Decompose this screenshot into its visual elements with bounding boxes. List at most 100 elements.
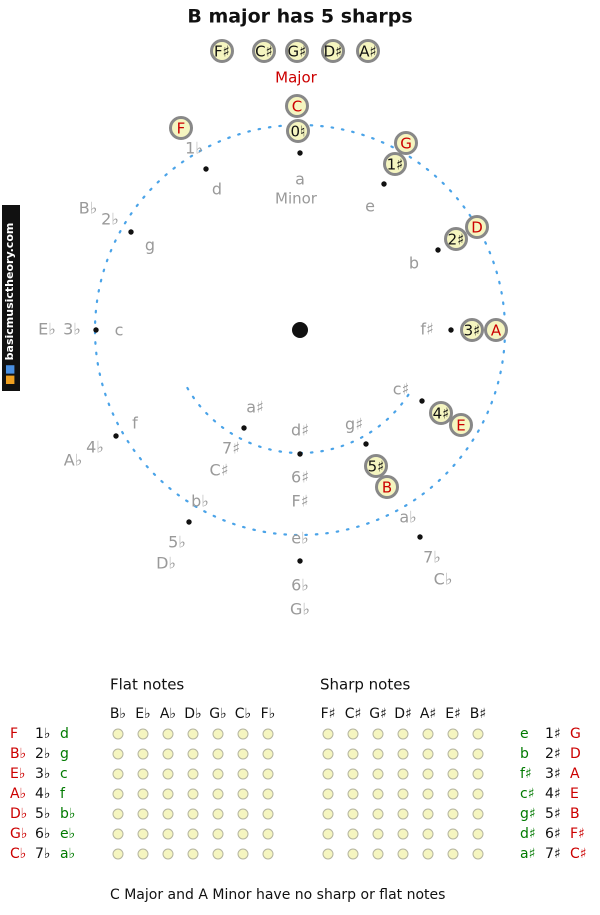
count-1b: 1♭: [185, 139, 203, 158]
sharp-cell-5-3: [397, 828, 409, 840]
flat-cell-0-4: [212, 728, 224, 740]
flat-row-count-5: 6♭: [35, 826, 51, 842]
flat-cell-1-4: [212, 748, 224, 760]
major-key-3s-bubble: [484, 318, 508, 342]
sharp-cell-1-5: [447, 748, 459, 760]
count-1s: 1♯: [387, 156, 404, 174]
minor-key-1b: d: [212, 180, 222, 199]
flat-row-minor-4: b♭: [60, 806, 76, 822]
minor-key-0: a: [295, 170, 305, 189]
sharp-row-count-5: 6♯: [545, 826, 561, 842]
flat-cell-5-2: [162, 828, 174, 840]
sharp-cell-6-6: [472, 848, 484, 860]
key-signature-2: G♯: [288, 43, 307, 61]
sharp-row-minor-2: f♯: [520, 766, 532, 782]
flat-cell-5-3: [187, 828, 199, 840]
count-2b: 2♭: [101, 210, 119, 229]
flat-cell-6-5: [237, 848, 249, 860]
flat-cell-4-2: [162, 808, 174, 820]
major-key-4s-bubble: [449, 413, 473, 437]
major-key-3s: A: [491, 322, 502, 340]
minor-key-4b: f: [132, 414, 138, 433]
minor-key-5s: g♯: [345, 415, 363, 434]
footer-text: C Major and A Minor have no sharp or fla…: [110, 887, 445, 903]
major-key-2s-bubble: [465, 215, 489, 239]
flat-column-5: C♭: [235, 706, 251, 722]
sharp-cell-5-1: [347, 828, 359, 840]
sharp-cell-3-3: [397, 788, 409, 800]
flat-row-count-2: 3♭: [35, 766, 51, 782]
flat-cell-1-2: [162, 748, 174, 760]
minor-key-4s: c♯: [393, 380, 410, 399]
flat-cell-1-0: [112, 748, 124, 760]
sharp-row-count-2: 3♯: [545, 766, 561, 782]
sharp-cell-5-0: [322, 828, 334, 840]
sharp-cell-5-6: [472, 828, 484, 840]
flat-cell-3-6: [262, 788, 274, 800]
flat-cell-2-5: [237, 768, 249, 780]
sharp-cell-3-6: [472, 788, 484, 800]
major-key-7s: C♯: [210, 461, 229, 480]
major-key-5s-bubble: [375, 475, 399, 499]
sharp-cell-0-4: [422, 728, 434, 740]
position-dot-0: [297, 150, 303, 156]
sharp-row-major-1: D: [570, 746, 581, 762]
sharp-row-major-6: C♯: [570, 846, 587, 862]
flat-cell-3-0: [112, 788, 124, 800]
position-dot-2b: [128, 229, 134, 235]
count-7b: 7♭: [423, 548, 441, 567]
minor-key-7b: a♭: [399, 508, 416, 527]
major-key-1b: F: [177, 120, 186, 138]
sharp-cell-4-0: [322, 808, 334, 820]
key-signature-1-bubble: [252, 39, 276, 63]
flat-cell-0-1: [137, 728, 149, 740]
flat-cell-2-1: [137, 768, 149, 780]
flat-cell-4-1: [137, 808, 149, 820]
sharp-cell-0-0: [322, 728, 334, 740]
major-key-6b: G♭: [290, 600, 310, 619]
sharp-column-1: C♯: [345, 706, 362, 722]
major-key-4s: E: [456, 417, 465, 435]
flat-cell-1-1: [137, 748, 149, 760]
flat-cell-6-6: [262, 848, 274, 860]
sharp-cell-6-5: [447, 848, 459, 860]
major-key-7b: C♭: [434, 570, 453, 589]
key-signature-3: D♯: [324, 43, 343, 61]
sharp-row-minor-5: d♯: [520, 826, 536, 842]
minor-key-2b: g: [145, 236, 155, 255]
major-key-2b: B♭: [79, 199, 98, 218]
count-6s: 6♯: [291, 468, 309, 487]
major-key-5s: B: [382, 479, 392, 497]
minor-key-1s: e: [365, 197, 375, 216]
sharp-cell-5-2: [372, 828, 384, 840]
count-0-bubble: [286, 119, 310, 143]
sharp-row-major-3: E: [570, 786, 579, 802]
sharp-cell-4-2: [372, 808, 384, 820]
sharp-cell-0-3: [397, 728, 409, 740]
major-key-4b: A♭: [64, 451, 83, 470]
flat-row-minor-5: e♭: [60, 826, 75, 842]
flat-cell-4-3: [187, 808, 199, 820]
sharp-row-count-3: 4♯: [545, 786, 561, 802]
flat-cell-3-1: [137, 788, 149, 800]
minor-key-3s: f♯: [420, 320, 433, 339]
flat-cell-0-3: [187, 728, 199, 740]
flat-cell-0-2: [162, 728, 174, 740]
count-0: 0♮: [291, 123, 306, 141]
count-5b: 5♭: [168, 533, 186, 552]
flat-row-count-3: 4♭: [35, 786, 51, 802]
flat-row-minor-0: d: [60, 726, 69, 742]
count-3b: 3♭: [63, 320, 81, 339]
sharp-column-6: B♯: [470, 706, 486, 722]
sharp-cell-5-5: [447, 828, 459, 840]
minor-key-7s: a♯: [246, 398, 264, 417]
sharp-notes-heading: Sharp notes: [320, 676, 410, 694]
flat-cell-5-1: [137, 828, 149, 840]
flat-row-minor-3: f: [60, 786, 66, 802]
flat-cell-3-5: [237, 788, 249, 800]
flat-row-major-6: C♭: [10, 846, 26, 862]
count-3s: 3♯: [464, 322, 481, 340]
sharp-cell-2-5: [447, 768, 459, 780]
major-key-0-bubble: [285, 94, 309, 118]
count-4b: 4♭: [86, 438, 104, 457]
